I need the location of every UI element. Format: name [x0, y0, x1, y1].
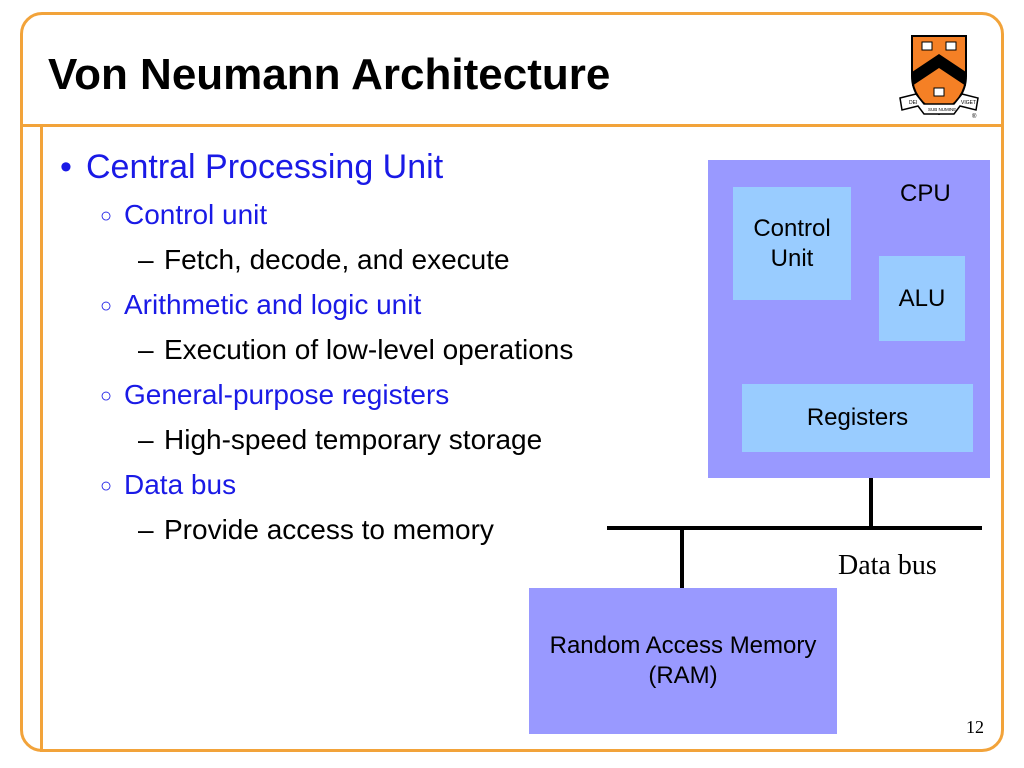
bullet-sub: ○ General-purpose registers: [60, 373, 690, 417]
bullet-dot-icon: •: [60, 148, 72, 186]
ram-box: Random Access Memory (RAM): [529, 588, 837, 734]
slide-title: Von Neumann Architecture: [48, 50, 611, 99]
control-unit-box: Control Unit: [733, 187, 851, 300]
title-divider: [20, 124, 1004, 127]
chevron-icon: [912, 54, 966, 86]
logo-motto-center: SUB NUMINE: [928, 107, 956, 112]
left-accent-bar: [40, 127, 43, 752]
bullet-detail-text: High-speed temporary storage: [164, 424, 543, 455]
ring-bullet-icon: ○: [100, 295, 113, 317]
bullet-main: • Central Processing Unit: [60, 145, 690, 193]
bullet-detail-text: Fetch, decode, and execute: [164, 244, 510, 275]
bullet-detail: –Execution of low-level operations: [60, 327, 690, 373]
bullet-list: • Central Processing Unit ○ Control unit –…: [60, 145, 690, 553]
ring-bullet-icon: ○: [100, 475, 113, 497]
bullet-detail: –Provide access to memory: [60, 507, 690, 553]
ring-bullet-icon: ○: [100, 205, 113, 227]
svg-text:®: ®: [972, 113, 977, 120]
alu-box: ALU: [879, 256, 965, 341]
princeton-shield-logo: DEI SUB NUMINE VIGET ®: [899, 35, 979, 120]
bullet-sub-text: Control unit: [124, 199, 268, 230]
cpu-label: CPU: [900, 180, 951, 207]
ram-bus-connector: [680, 528, 684, 588]
bullet-detail-text: Execution of low-level operations: [164, 334, 574, 365]
bullet-detail: –Fetch, decode, and execute: [60, 237, 690, 283]
dash-bullet-icon: –: [138, 334, 154, 365]
logo-motto-right: VIGET: [961, 100, 976, 106]
bullet-sub-text: Data bus: [124, 469, 237, 500]
ring-bullet-icon: ○: [100, 385, 113, 407]
bullet-sub: ○ Data bus: [60, 463, 690, 507]
dash-bullet-icon: –: [138, 244, 154, 275]
bullet-sub-text: Arithmetic and logic unit: [124, 289, 422, 320]
bullet-detail-text: Provide access to memory: [164, 514, 494, 545]
bullet-main-text: Central Processing Unit: [86, 148, 444, 186]
page-number: 12: [966, 717, 984, 737]
bullet-detail: –High-speed temporary storage: [60, 417, 690, 463]
data-bus-line: [607, 526, 982, 530]
registers-box: Registers: [742, 384, 973, 452]
logo-motto-left: DEI: [909, 100, 917, 106]
dash-bullet-icon: –: [138, 514, 154, 545]
dash-bullet-icon: –: [138, 424, 154, 455]
bullet-sub: ○ Control unit: [60, 193, 690, 237]
cpu-bus-connector: [869, 478, 873, 528]
bullet-sub: ○ Arithmetic and logic unit: [60, 283, 690, 327]
data-bus-label: Data bus: [838, 550, 937, 581]
slide-frame: [20, 12, 1004, 752]
bullet-sub-text: General-purpose registers: [124, 379, 450, 410]
motto-ribbon-icon: [899, 93, 979, 115]
